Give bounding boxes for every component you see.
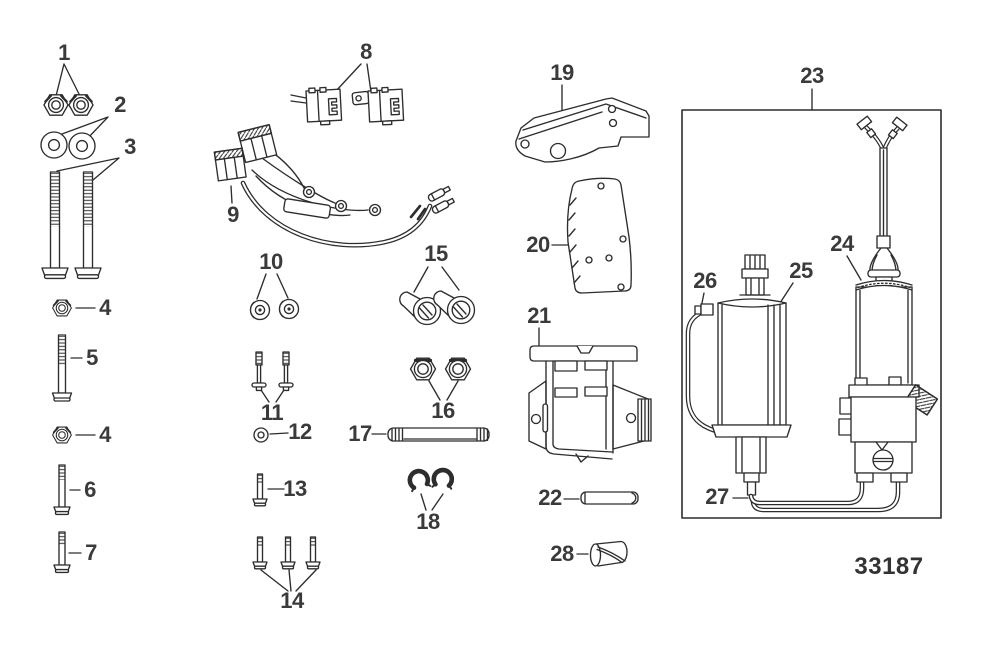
callout-part-8 [334, 63, 372, 93]
part-5-bolt-drawing [51, 334, 73, 402]
part-10-grommets-drawing [249, 298, 300, 321]
part-1-nuts-drawing [42, 93, 95, 117]
part-4b-nut-drawing [51, 426, 73, 444]
callout-part-3 [56, 157, 120, 181]
part-14-bolts-drawing [252, 536, 321, 570]
callout-part-12 [269, 432, 289, 435]
callout-part-25 [779, 282, 794, 304]
callout-part-16 [428, 380, 459, 401]
callout-part-24 [846, 255, 862, 281]
part-11-studs-drawing [251, 351, 294, 392]
callout-part-18 [420, 493, 444, 511]
callout-part-14 [260, 569, 317, 592]
part-16-nuts-drawing [408, 356, 473, 382]
callout-part-11 [258, 386, 287, 403]
part-15-bushings-drawing [399, 290, 476, 326]
part-6-bolt-drawing [53, 464, 71, 516]
part-20-plate-drawing [566, 177, 632, 294]
part-7-bolt-drawing [53, 531, 71, 574]
part-19-bracket-drawing [515, 97, 650, 163]
part-4a-nut-drawing [51, 299, 73, 317]
part-2-washers-drawing [40, 131, 96, 160]
callout-part-15 [413, 266, 460, 293]
part-17-pin-drawing [387, 427, 490, 442]
part-24-motor-pump-drawing [838, 115, 939, 483]
part-18-eclips-drawing [408, 469, 454, 492]
callout-part-1 [55, 63, 81, 97]
part-22-pin-drawing [580, 491, 639, 505]
callout-part-10 [256, 273, 289, 300]
part-8-clips-drawing [290, 86, 405, 127]
part-9-harness-drawing [213, 123, 456, 248]
part-28-wedge-drawing [589, 540, 628, 567]
part-21-bracket-drawing [528, 345, 652, 463]
part-27-tubes-drawing [748, 480, 901, 513]
part-23-assembly-box [681, 109, 942, 519]
callout-part-9 [230, 185, 233, 204]
part-13-bolt-drawing [252, 473, 268, 507]
part-25-reservoir-drawing [711, 254, 792, 496]
part-12-washer-drawing [253, 427, 269, 443]
part-3-bolts-drawing [41, 171, 102, 280]
